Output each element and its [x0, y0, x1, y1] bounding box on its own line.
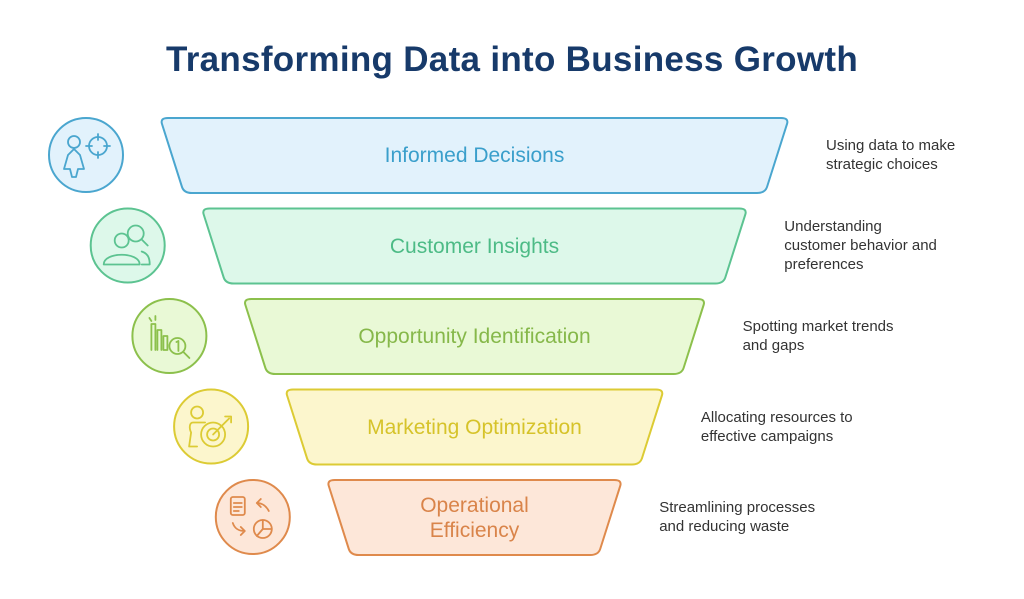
- funnel-stage-3: [244, 298, 705, 375]
- chart-magnifier-icon: [148, 315, 191, 359]
- person-target-icon: [63, 133, 111, 178]
- funnel-stage-5: [327, 479, 622, 556]
- description-line: strategic choices: [826, 156, 938, 173]
- description-line: Streamlining processes: [659, 499, 816, 516]
- description-line: Understanding: [784, 218, 882, 235]
- process-cycle-icon: [229, 496, 273, 539]
- stage-label: Customer Insights: [389, 234, 560, 258]
- users-search-icon: [102, 224, 151, 266]
- description-line: and gaps: [742, 337, 805, 354]
- diagram-title: Transforming Data into Business Growth: [165, 40, 859, 79]
- description-line: Spotting market trends: [742, 318, 894, 335]
- funnel-stage-4: [285, 388, 664, 466]
- description-line: and reducing waste: [659, 518, 790, 535]
- stage-label: Opportunity Identification: [358, 325, 591, 348]
- icon-circle: [173, 388, 250, 465]
- funnel-stage-1: [160, 117, 789, 194]
- icon-circle: [214, 479, 291, 555]
- person-dartboard-icon: [188, 405, 233, 448]
- stage-label: Operational Efficiency: [420, 493, 529, 542]
- description-line: preferences: [784, 256, 864, 273]
- description-line: Allocating resources to: [700, 408, 853, 426]
- icon-circle: [131, 298, 208, 374]
- icon-circle: [48, 117, 124, 193]
- stage-description: Streamlining processes and reducing waste: [659, 498, 815, 536]
- funnel-stage-2: [202, 207, 747, 285]
- stage-label: Informed Decisions: [384, 144, 565, 167]
- stage-description: Understanding customer behavior and prefer…: [784, 217, 937, 274]
- stage-description: Using data to make strategic choices: [826, 136, 955, 174]
- stage-description: Spotting market trends and gaps: [743, 317, 894, 355]
- description-line: customer behavior and: [784, 237, 937, 254]
- stage-label: Marketing Optimization: [367, 415, 582, 439]
- description-line: effective campaigns: [700, 427, 834, 445]
- description-line: Using data to make: [826, 137, 956, 154]
